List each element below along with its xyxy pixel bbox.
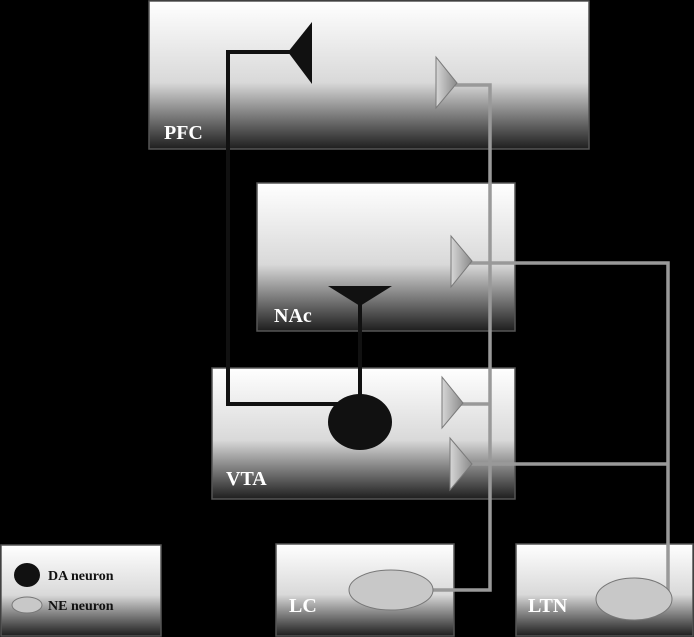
- legend-da-label: DA neuron: [48, 569, 114, 584]
- ne-terminal-vta-lower: [449, 436, 473, 492]
- legend-ne-label: NE neuron: [48, 599, 114, 614]
- lc-label: LC: [289, 595, 317, 617]
- da-terminal-nac: [328, 286, 392, 306]
- da-pathways: [226, 50, 362, 406]
- nac-region: [256, 182, 516, 332]
- pfc-region: [148, 0, 590, 150]
- da-axon-to-pfc: [226, 50, 340, 406]
- legend-box: [0, 544, 162, 637]
- pfc-label: PFC: [164, 122, 203, 144]
- vta-label: VTA: [226, 468, 267, 490]
- ne-neuron-ltn: [595, 577, 673, 621]
- ne-terminal-nac: [450, 234, 473, 289]
- ne-terminal-vta-upper: [441, 375, 464, 430]
- ne-terminal-pfc: [435, 55, 458, 110]
- legend-da-symbol: [14, 563, 40, 587]
- da-terminal-pfc: [288, 22, 312, 84]
- da-neuron-vta: [328, 394, 392, 450]
- ltn-label: LTN: [528, 595, 568, 617]
- nac-label: NAc: [274, 305, 312, 327]
- lc-projection-axon: [433, 83, 492, 592]
- ne-pathways: [433, 83, 670, 592]
- ne-terminals: [435, 55, 473, 492]
- ne-neuron-lc: [348, 569, 434, 611]
- legend-ne-symbol: [11, 596, 43, 614]
